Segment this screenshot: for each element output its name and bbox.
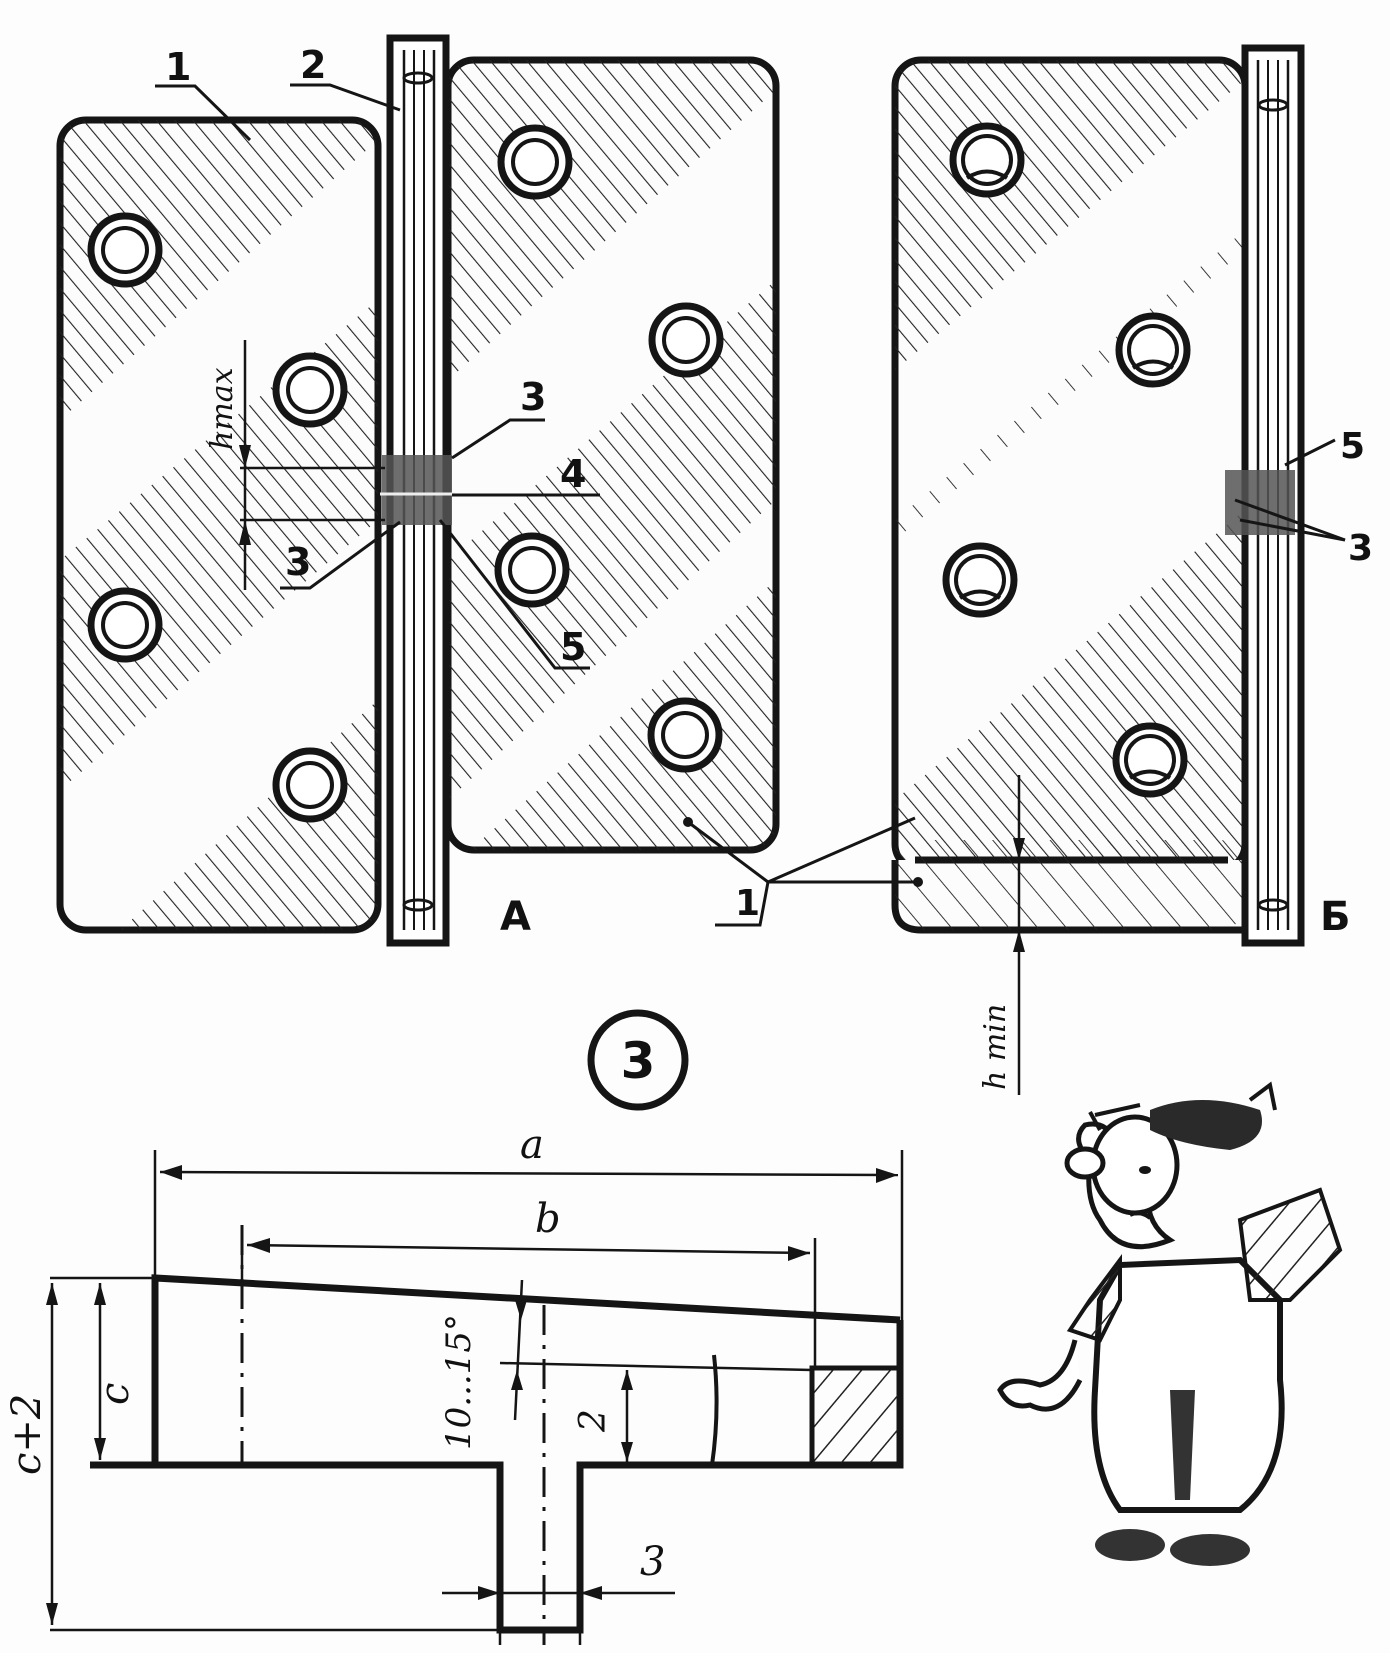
view-b-screw-holes (942, 122, 1191, 798)
view-a-knuckle (380, 34, 455, 947)
callout-1-plates: 1 (735, 883, 760, 924)
view-b-caption: Б (1320, 894, 1351, 940)
callout-3-upper-washer: 3 (520, 375, 546, 419)
cartoon-boy-illustration (997, 1081, 1343, 1566)
view-a-caption: А (500, 894, 531, 940)
dim-c: c (92, 1383, 138, 1405)
dim-b: b (535, 1196, 561, 1242)
dim-a: a (520, 1122, 544, 1168)
view-a-washers (382, 455, 452, 525)
figure-number: 3 (621, 1032, 656, 1090)
view-a-hinge: 1 2 3 4 3 5 hmax А (56, 34, 780, 947)
view-a-callouts: 1 2 3 4 3 5 hmax (155, 43, 600, 670)
callout-4-gap: 4 (560, 452, 586, 496)
view-a-left-plate (56, 116, 382, 934)
dim-c-plus-2: c+2 (4, 1394, 50, 1475)
view-b-knuckle (1225, 44, 1305, 947)
view-b-lower-plate (891, 840, 1249, 934)
view-b-hinge: 5 3 1 h min Б (683, 44, 1373, 1095)
callout-5-washer: 5 (560, 625, 586, 669)
dim-hmax: hmax (205, 367, 240, 450)
callout-5-washer-b: 5 (1340, 426, 1365, 467)
view-b-upper-plate (891, 56, 1249, 874)
callout-3-washers-b: 3 (1348, 528, 1373, 569)
dim-step-2: 2 (573, 1409, 614, 1433)
dim-hmin: h min (978, 1004, 1013, 1090)
dim-angle: 10...15° (439, 1314, 479, 1450)
view-b-callouts: 5 3 1 h min (683, 426, 1373, 1095)
callout-3-lower-washer: 3 (285, 540, 311, 584)
callout-2-pin: 2 (300, 43, 326, 87)
view-a-screw-holes (87, 124, 724, 823)
washer-section-drawing: a b c+2 c 2 10...15° 3 (4, 1122, 904, 1645)
callout-1-plate: 1 (165, 45, 191, 89)
dim-slot-3: 3 (640, 1539, 665, 1585)
view-a-right-plate (444, 56, 780, 854)
figure-number-badge: 3 (587, 1009, 689, 1111)
